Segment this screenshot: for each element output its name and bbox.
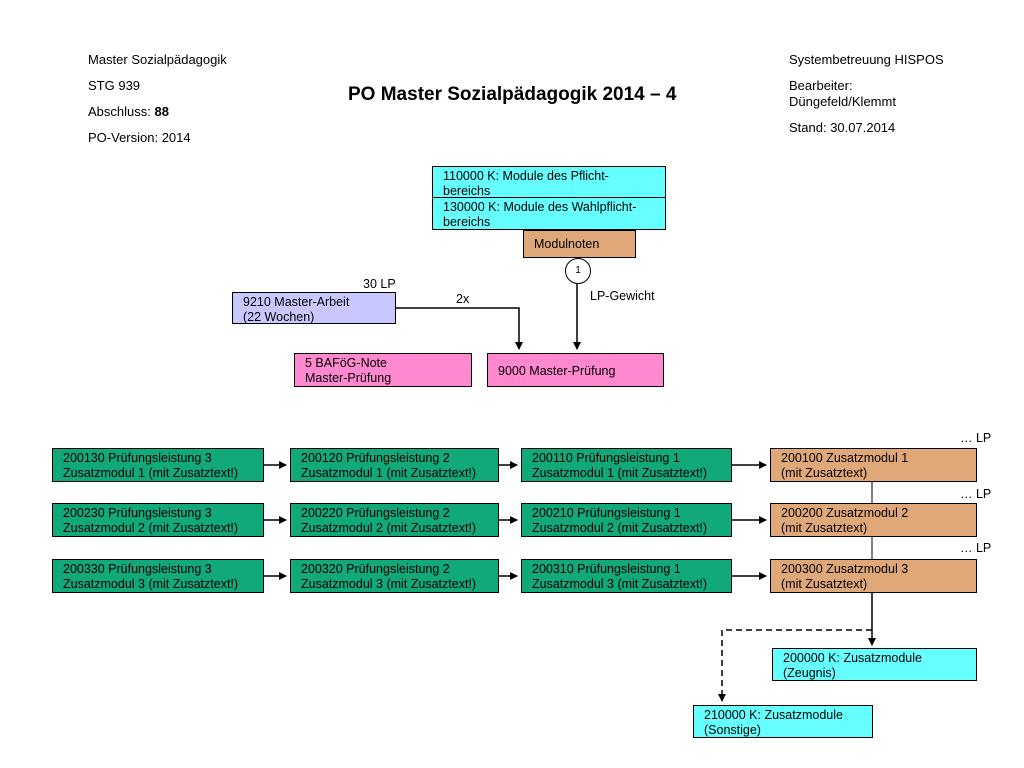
row2-zusatzmodul-line1: 200200 Zusatzmodul 2	[781, 506, 909, 520]
pflicht-line1: 110000 K: Module des Pflicht-	[443, 169, 609, 183]
po-version: PO-Version: 2014	[88, 130, 191, 145]
row3-lp-label: … LP	[960, 541, 992, 555]
sonstige-line2: (Sonstige)	[704, 723, 761, 737]
pflicht-module-box: 110000 K: Module des Pflicht- bereichs	[432, 166, 666, 198]
lp-gewicht-label: LP-Gewicht	[590, 289, 655, 303]
row3-pruefung3-line1: 200330 Prüfungsleistung 3	[63, 562, 212, 576]
row2-zusatzmodul-box: 200200 Zusatzmodul 2 (mit Zusatztext)	[770, 503, 977, 537]
header-right: Systembetreuung HISPOS Bearbeiter: Dünge…	[789, 52, 944, 136]
row3-zusatzmodul-line1: 200300 Zusatzmodul 3	[781, 562, 909, 576]
system-name: Systembetreuung HISPOS	[789, 52, 944, 67]
row2-zusatzmodul-line2: (mit Zusatztext)	[781, 521, 868, 535]
row1-pruefung2-box: 200120 Prüfungsleistung 2 Zusatzmodul 1 …	[290, 448, 499, 482]
row1-pruefung2-line2: Zusatzmodul 1 (mit Zusatztext!)	[301, 466, 477, 480]
stg-number: STG 939	[88, 78, 141, 93]
master-arbeit-box: 9210 Master-Arbeit (22 Wochen)	[232, 292, 396, 324]
row3-zusatzmodul-line2: (mit Zusatztext)	[781, 577, 868, 591]
weight-circle: 1	[565, 258, 591, 284]
row3-pruefung3-box: 200330 Prüfungsleistung 3 Zusatzmodul 3 …	[52, 559, 264, 593]
row1-pruefung3-line1: 200130 Prüfungsleistung 3	[63, 451, 212, 465]
zusatzmodule-zeugnis-box: 200000 K: Zusatzmodule (Zeugnis)	[772, 648, 977, 681]
row1-pruefung1-line1: 200110 Prüfungsleistung 1	[532, 451, 680, 465]
sonstige-line1: 210000 K: Zusatzmodule	[704, 708, 843, 722]
pflicht-line2: bereichs	[443, 184, 491, 198]
row3-pruefung2-box: 200320 Prüfungsleistung 2 Zusatzmodul 3 …	[290, 559, 499, 593]
row2-pruefung2-box: 200220 Prüfungsleistung 2 Zusatzmodul 2 …	[290, 503, 499, 537]
bafoeg-line1: 5 BAFöG-Note	[305, 356, 387, 370]
stand-date: Stand: 30.07.2014	[789, 120, 896, 135]
row3-zusatzmodul-box: 200300 Zusatzmodul 3 (mit Zusatztext)	[770, 559, 977, 593]
weight-2x-label: 2x	[456, 292, 470, 306]
bearbeiter-names: Düngefeld/Klemmt	[789, 94, 896, 109]
row2-pruefung2-line2: Zusatzmodul 2 (mit Zusatztext!)	[301, 521, 477, 535]
abschluss-label: Abschluss:	[88, 104, 155, 119]
abschluss: Abschluss: 88	[88, 104, 227, 120]
row1-zusatzmodul-line2: (mit Zusatztext)	[781, 466, 868, 480]
modulnoten-box: Modulnoten	[523, 230, 636, 258]
master-pruefung-box: 9000 Master-Prüfung	[487, 353, 664, 387]
zusatzmodule-sonstige-box: 210000 K: Zusatzmodule (Sonstige)	[693, 705, 873, 738]
abschluss-value: 88	[154, 104, 169, 119]
row2-pruefung1-box: 200210 Prüfungsleistung 1 Zusatzmodul 2 …	[521, 503, 732, 537]
course-name: Master Sozialpädagogik	[88, 52, 227, 67]
row2-pruefung3-line2: Zusatzmodul 2 (mit Zusatztext!)	[63, 521, 239, 535]
dashed-sonstige-arrow	[718, 629, 872, 702]
row3-pruefung3-line2: Zusatzmodul 3 (mit Zusatztext!)	[63, 577, 239, 591]
row3-pruefung1-line2: Zusatzmodul 3 (mit Zusatztext!)	[532, 577, 708, 591]
row2-lp-label: … LP	[960, 487, 992, 501]
row1-pruefung1-line2: Zusatzmodul 1 (mit Zusatztext!)	[532, 466, 708, 480]
row1-zusatzmodul-line1: 200100 Zusatzmodul 1	[781, 451, 909, 465]
bafoeg-line2: Master-Prüfung	[305, 371, 392, 385]
row2-pruefung2-line1: 200220 Prüfungsleistung 2	[301, 506, 450, 520]
bearbeiter-label: Bearbeiter:	[789, 78, 853, 93]
row2-pruefung1-line1: 200210 Prüfungsleistung 1	[532, 506, 681, 520]
wahlpflicht-line1: 130000 K: Module des Wahlpflicht-	[443, 200, 637, 214]
row3-pruefung1-box: 200310 Prüfungsleistung 1 Zusatzmodul 3 …	[521, 559, 732, 593]
bafoeg-note-box: 5 BAFöG-Note Master-Prüfung	[294, 353, 472, 387]
thesis-lp-label: 30 LP	[363, 277, 396, 291]
row1-zusatzmodul-box: 200100 Zusatzmodul 1 (mit Zusatztext)	[770, 448, 977, 482]
page-title: PO Master Sozialpädagogik 2014 – 4	[348, 84, 677, 105]
row1-pruefung3-line2: Zusatzmodul 1 (mit Zusatztext!)	[63, 466, 239, 480]
row3-pruefung2-line1: 200320 Prüfungsleistung 2	[301, 562, 450, 576]
row2-pruefung3-box: 200230 Prüfungsleistung 3 Zusatzmodul 2 …	[52, 503, 264, 537]
row2-pruefung3-line1: 200230 Prüfungsleistung 3	[63, 506, 212, 520]
zeugnis-line1: 200000 K: Zusatzmodule	[783, 651, 922, 665]
master-arbeit-arrow	[396, 307, 523, 350]
row2-pruefung1-line2: Zusatzmodul 2 (mit Zusatztext!)	[532, 521, 708, 535]
master-arbeit-line2: (22 Wochen)	[243, 310, 315, 324]
row1-lp-label: … LP	[960, 431, 992, 445]
row3-pruefung2-line2: Zusatzmodul 3 (mit Zusatztext!)	[301, 577, 477, 591]
row3-pruefung1-line1: 200310 Prüfungsleistung 1	[532, 562, 681, 576]
wahlpflicht-line2: bereichs	[443, 215, 491, 229]
row1-pruefung1-box: 200110 Prüfungsleistung 1 Zusatzmodul 1 …	[521, 448, 732, 482]
wahlpflicht-module-box: 130000 K: Module des Wahlpflicht- bereic…	[432, 197, 666, 230]
row1-pruefung2-line1: 200120 Prüfungsleistung 2	[301, 451, 450, 465]
zeugnis-line2: (Zeugnis)	[783, 666, 836, 680]
header-left: Master Sozialpädagogik STG 939 Abschluss…	[88, 52, 227, 146]
row1-pruefung3-box: 200130 Prüfungsleistung 3 Zusatzmodul 1 …	[52, 448, 264, 482]
master-arbeit-line1: 9210 Master-Arbeit	[243, 295, 350, 309]
